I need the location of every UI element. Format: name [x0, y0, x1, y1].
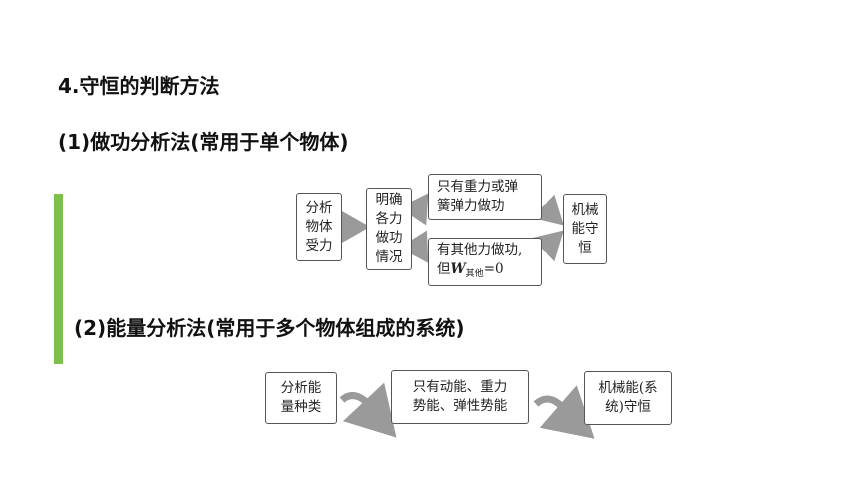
box-clarify-work: 明确 各力 做功 情况 — [366, 188, 412, 270]
box-analyze-energy-types: 分析能 量种类 — [265, 372, 337, 424]
method1-title: (1)做功分析法(常用于单个物体) — [58, 130, 349, 154]
arrow-clarify-to-case2 — [399, 230, 429, 263]
arrow-case2-to-result — [532, 230, 564, 262]
section-heading: 4.守恒的判断方法 — [58, 74, 220, 98]
arrow-energy-2 — [533, 385, 595, 439]
box-analyze-forces: 分析 物体 受力 — [296, 193, 342, 261]
box-energy-forms: 只有动能、重力 势能、弹性势能 — [391, 370, 529, 424]
box-mech-energy-conserved: 机械 能守 恒 — [563, 194, 607, 264]
method2-title: (2)能量分析法(常用于多个物体组成的系统) — [74, 316, 465, 340]
arrow-clarify-to-case1 — [399, 193, 429, 226]
box-only-gravity-elastic: 只有重力或弹 簧弹力做功 — [428, 174, 542, 220]
accent-bar — [54, 194, 63, 364]
arrow-case1-to-result — [532, 194, 564, 226]
box-other-forces: 有其他力做功, 但W其他=0 — [428, 238, 542, 286]
arrow-energy-1 — [339, 382, 397, 438]
box-system-conserved: 机械能(系 统)守恒 — [584, 371, 672, 425]
